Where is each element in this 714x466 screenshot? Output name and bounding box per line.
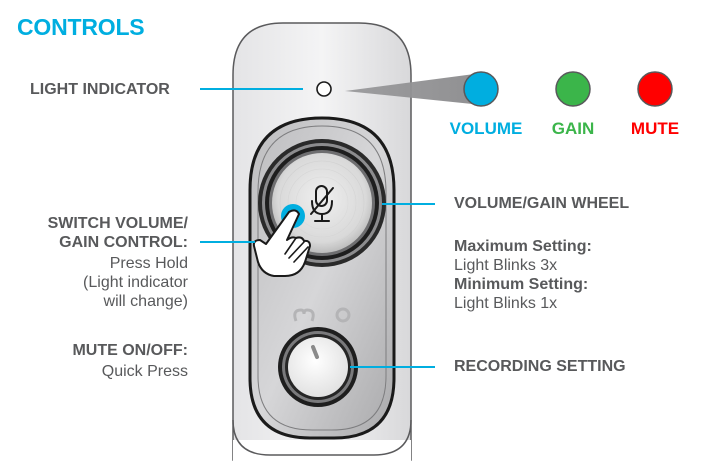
switch-control-desc-3: will change) — [103, 293, 188, 310]
volume-gain-wheel[interactable] — [258, 139, 386, 267]
mute-heading: MUTE ON/OFF: — [72, 342, 188, 359]
cardioid-pattern-icon — [293, 308, 315, 322]
microphone-muted-icon — [310, 185, 334, 222]
state-label-mute: MUTE — [630, 119, 680, 138]
indicator-state-volume — [463, 71, 499, 107]
pointing-hand-icon — [252, 204, 311, 277]
indicator-beam — [345, 73, 482, 105]
light-indicator-led — [316, 81, 332, 97]
recording-label: RECORDING SETTING — [454, 358, 626, 375]
light-indicator-label: LIGHT INDICATOR — [30, 81, 170, 98]
switch-control-heading-2: GAIN CONTROL: — [59, 234, 188, 251]
wheel-max-heading: Maximum Setting: — [454, 238, 592, 255]
mute-desc: Quick Press — [101, 363, 188, 380]
switch-control-desc-2: (Light indicator — [83, 274, 188, 291]
wheel-min-desc: Light Blinks 1x — [454, 295, 558, 312]
switch-control-desc-1: Press Hold — [109, 255, 188, 272]
wheel-max-desc: Light Blinks 3x — [454, 257, 558, 274]
wheel-min-heading: Minimum Setting: — [454, 276, 589, 293]
wheel-settings: Maximum Setting: Light Blinks 3x Minimum… — [454, 237, 592, 313]
omni-pattern-icon — [335, 307, 351, 323]
switch-control-callout: SWITCH VOLUME/ GAIN CONTROL: Press Hold … — [48, 214, 188, 311]
mute-callout: MUTE ON/OFF: Quick Press — [72, 341, 188, 381]
page-title: CONTROLS — [17, 14, 145, 40]
state-label-volume: VOLUME — [449, 119, 523, 138]
state-label-gain: GAIN — [551, 119, 595, 138]
recording-setting-knob[interactable] — [278, 327, 358, 407]
indicator-state-mute — [637, 71, 673, 107]
indicator-state-gain — [555, 71, 591, 107]
switch-control-heading-1: SWITCH VOLUME/ — [47, 215, 188, 232]
wheel-label: VOLUME/GAIN WHEEL — [454, 195, 630, 212]
